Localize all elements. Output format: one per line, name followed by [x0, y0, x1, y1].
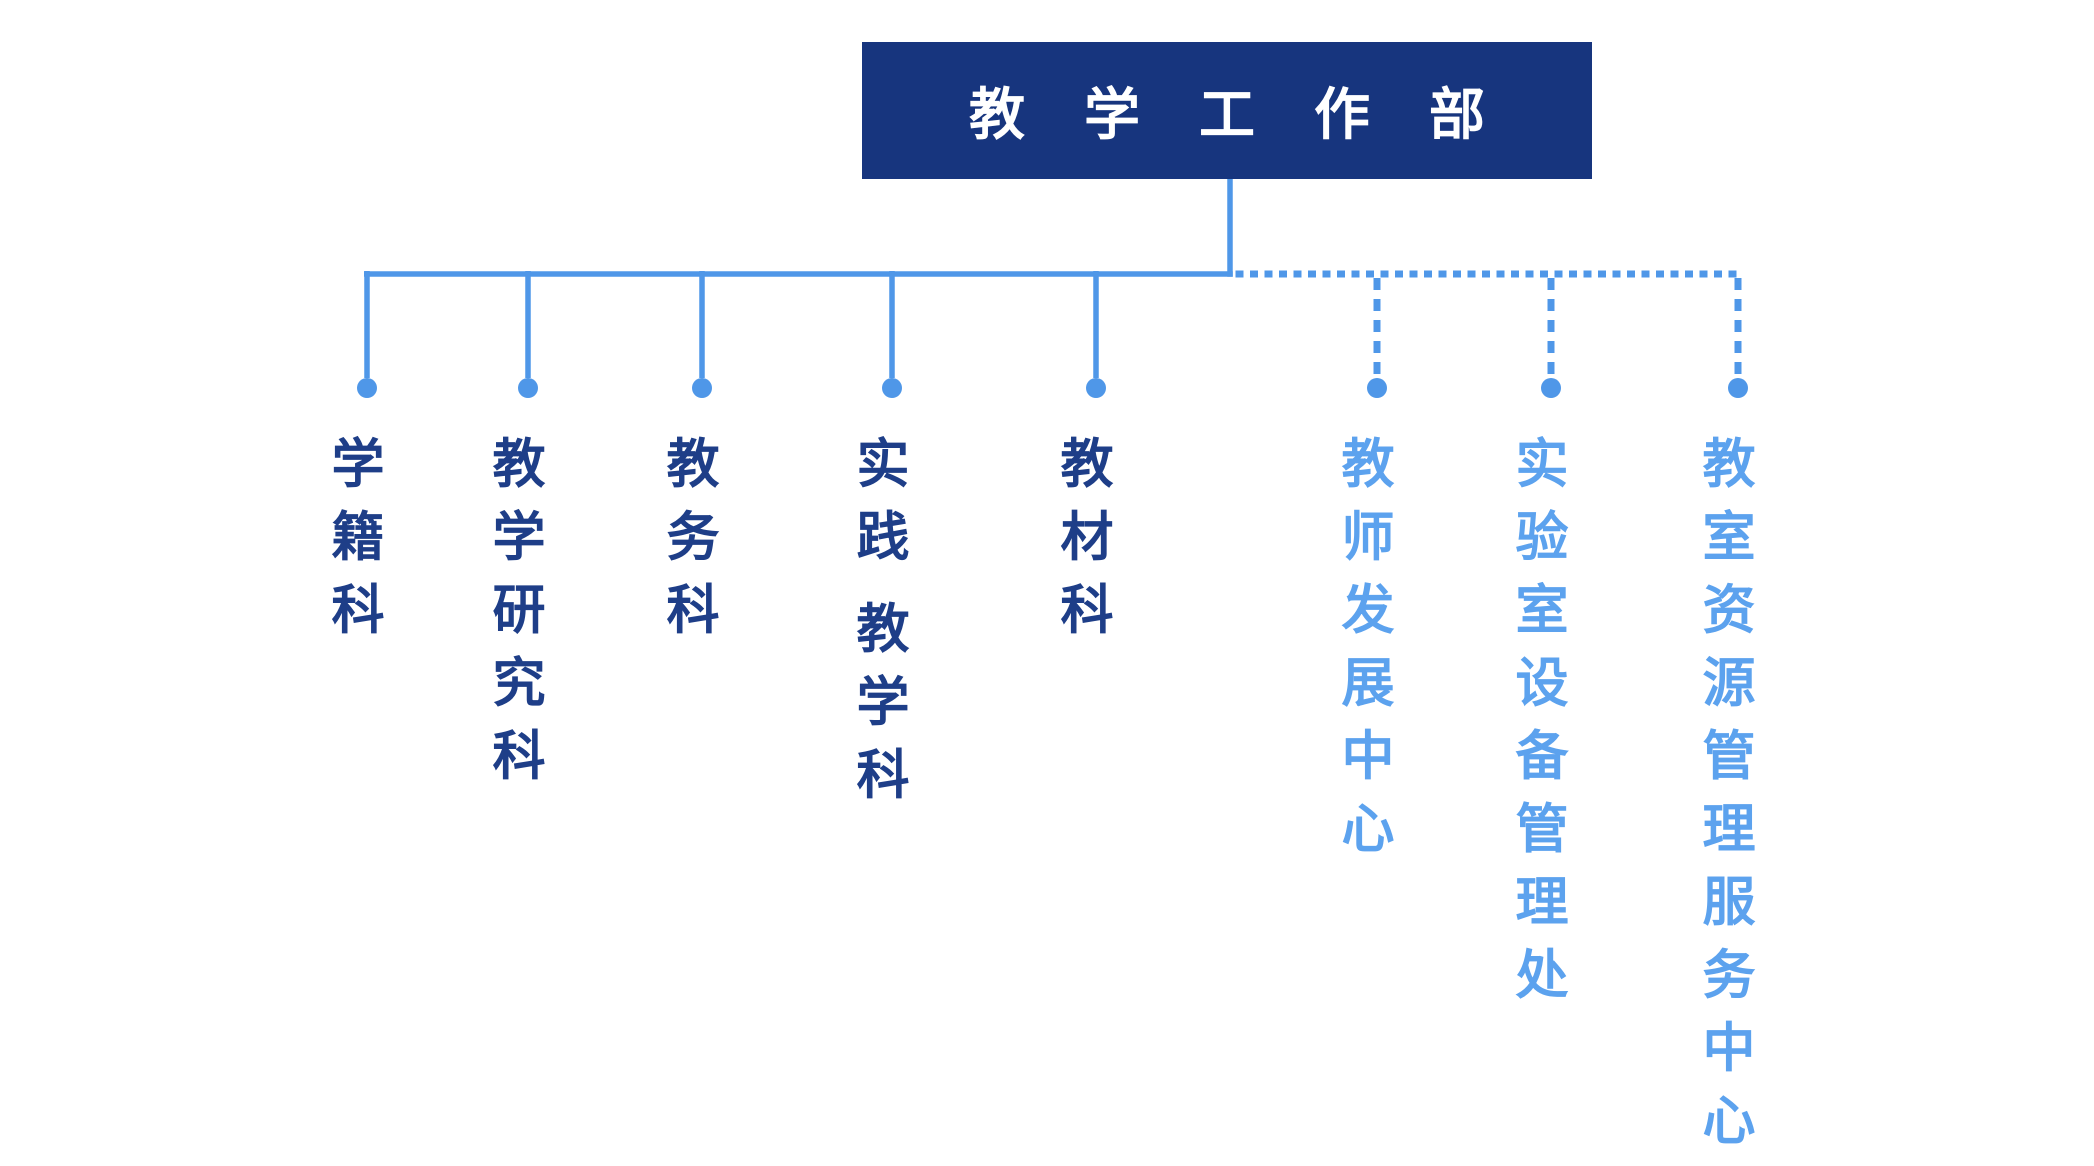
department-label-char: 中	[1341, 727, 1395, 786]
branch-dot	[1728, 378, 1748, 398]
department-label-char: 学	[856, 673, 910, 732]
branch-dot	[882, 378, 902, 398]
department-label-char: 源	[1702, 654, 1756, 713]
department-label-char: 究	[492, 654, 546, 713]
department-label-char: 教	[1341, 435, 1395, 494]
branch-dot	[518, 378, 538, 398]
department-label-char: 心	[1702, 1092, 1756, 1151]
department-label-char: 发	[1341, 581, 1395, 640]
branch-dot	[1367, 378, 1387, 398]
department-label-char: 教	[666, 435, 720, 494]
root-department-label: 教学工作部	[969, 83, 1544, 146]
department-label: 教室资源管理服务中心	[1697, 428, 1761, 1158]
department-label-char: 科	[331, 581, 385, 640]
department-label-char: 科	[1060, 581, 1114, 640]
department-label-char: 资	[1702, 581, 1756, 640]
department-label-char: 处	[1515, 946, 1569, 1005]
department-label: 教师发展中心	[1336, 428, 1400, 866]
department-label: 实验室设备管理处	[1510, 428, 1574, 1012]
department-label-char: 验	[1515, 508, 1569, 567]
department-label: 教材科	[1055, 428, 1119, 647]
department-label-char: 践	[856, 508, 910, 567]
department-label-char: 籍	[331, 508, 385, 567]
department-label-char: 心	[1341, 800, 1395, 859]
branch-dot	[357, 378, 377, 398]
department-label-char: 学	[492, 508, 546, 567]
department-label-char: 科	[492, 727, 546, 786]
department-label-char: 服	[1702, 873, 1756, 932]
department-label-char: 务	[666, 508, 720, 567]
department-label-char: 科	[856, 746, 910, 805]
department-label-char: 室	[1702, 508, 1756, 567]
department-label-char: 教	[492, 435, 546, 494]
department-label-char: 理	[1702, 800, 1756, 859]
department-label-char: 教	[1702, 435, 1756, 494]
department-label-char: 理	[1515, 873, 1569, 932]
department-label-char: 中	[1702, 1019, 1756, 1078]
department-label-char: 设	[1515, 654, 1569, 713]
department-label-char: 实	[856, 435, 910, 494]
department-label-char: 研	[492, 581, 546, 640]
department-label: 实践教学科	[851, 428, 915, 812]
label-gap	[851, 574, 915, 593]
root-department-box: 教学工作部	[862, 42, 1592, 179]
department-label-char: 材	[1060, 508, 1114, 567]
department-label: 学籍科	[326, 428, 390, 647]
department-label-char: 科	[666, 581, 720, 640]
department-label-char: 教	[1060, 435, 1114, 494]
department-label-char: 实	[1515, 435, 1569, 494]
department-label: 教务科	[661, 428, 725, 647]
branch-dot	[1086, 378, 1106, 398]
department-label-char: 室	[1515, 581, 1569, 640]
department-label-char: 管	[1702, 727, 1756, 786]
department-label-char: 备	[1515, 727, 1569, 786]
branch-dot	[1541, 378, 1561, 398]
department-label-char: 师	[1341, 508, 1395, 567]
department-label-char: 教	[856, 600, 910, 659]
department-label-char: 务	[1702, 946, 1756, 1005]
branch-dot	[692, 378, 712, 398]
department-label-char: 管	[1515, 800, 1569, 859]
department-label-char: 学	[331, 435, 385, 494]
department-label-char: 展	[1341, 654, 1395, 713]
department-label: 教学研究科	[487, 428, 551, 793]
